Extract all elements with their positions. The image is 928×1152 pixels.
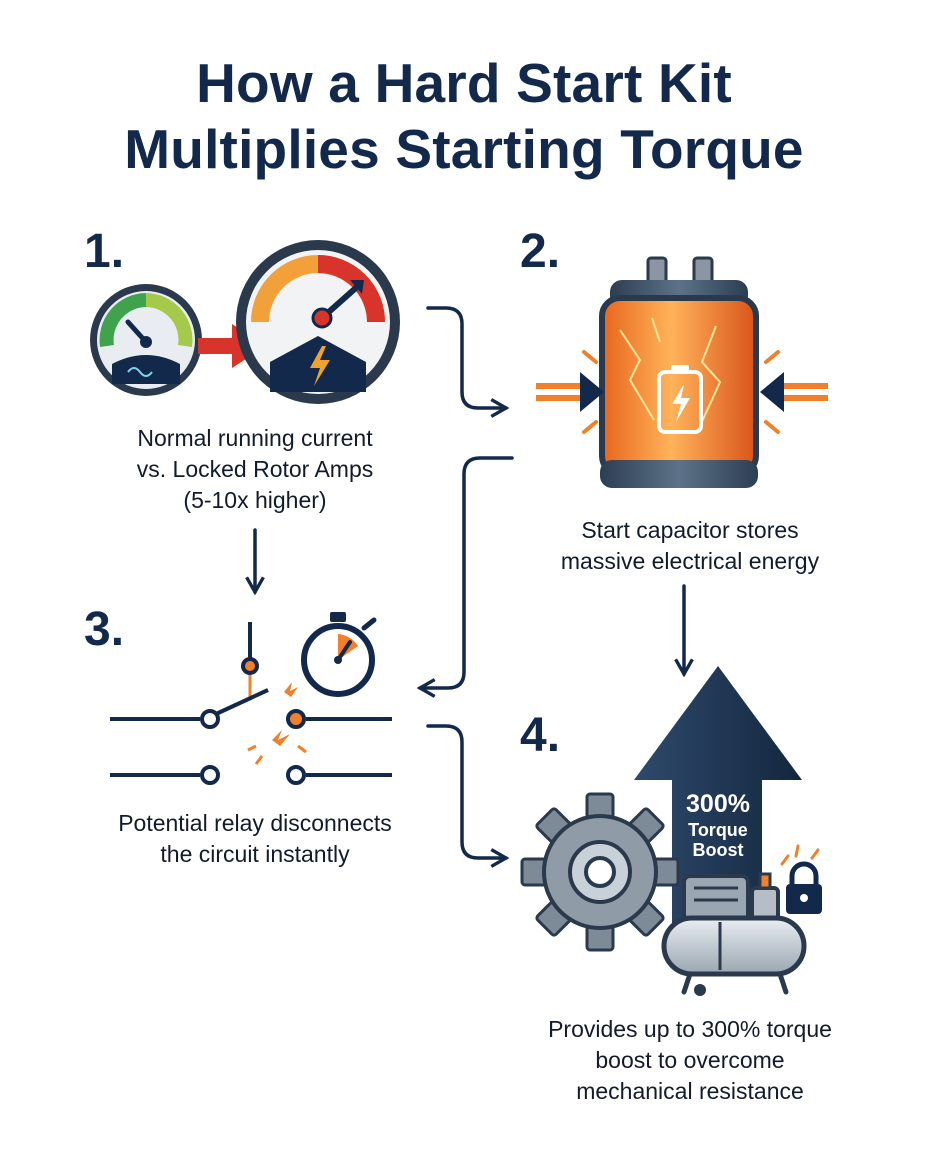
step-1-line-1: Normal running current [137,425,373,451]
step-2-line-2: massive electrical energy [560,548,820,574]
step-1-number: 1. [84,225,125,278]
gear-icon [520,792,680,952]
boost-label-1: Torque [688,820,748,840]
capacitor-icon [599,256,759,488]
gauge-normal-icon [90,284,202,396]
step-4-line-2: boost to overcome [595,1047,785,1073]
spark-icon [247,682,307,765]
boost-label-2: Boost [693,840,744,860]
title-line-1: How a Hard Start Kit [196,52,732,114]
relay-switch-icon [110,622,392,785]
step-1-line-3: (5-10x higher) [183,487,327,513]
step-2-number: 2. [520,225,561,278]
step-4-number: 4. [520,709,561,762]
page-title: How a Hard Start Kit Multiplies Starting… [0,50,928,182]
step-1-caption: Normal running current vs. Locked Rotor … [60,423,450,516]
gauge-locked-rotor-icon [236,240,400,404]
step-3-caption: Potential relay disconnects the circuit … [40,808,470,870]
step-2-line-1: Start capacitor stores [581,517,799,543]
lightning-icon [310,346,330,386]
step-4-line-1: Provides up to 300% torque [548,1016,832,1042]
step-4-caption: Provides up to 300% torque boost to over… [490,1014,890,1107]
title-line-2: Multiplies Starting Torque [124,118,804,180]
step-4-line-3: mechanical resistance [576,1078,804,1104]
step-3-number: 3. [84,603,125,656]
step-3-line-2: the circuit instantly [160,841,350,867]
battery-icon [657,365,703,434]
compression-arrows [536,350,828,434]
connector-3-to-4 [426,724,510,868]
flow-connectors [245,306,694,868]
connector-2-to-3 [416,456,514,698]
compressor-icon [661,872,807,996]
padlock-icon [780,844,822,914]
boost-value: 300% [686,790,750,818]
step-2-caption: Start capacitor stores massive electrica… [500,515,880,577]
connector-1-to-2 [426,306,510,418]
step-1-line-2: vs. Locked Rotor Amps [136,456,374,482]
stopwatch-icon [301,612,377,697]
step-3-line-1: Potential relay disconnects [118,810,392,836]
